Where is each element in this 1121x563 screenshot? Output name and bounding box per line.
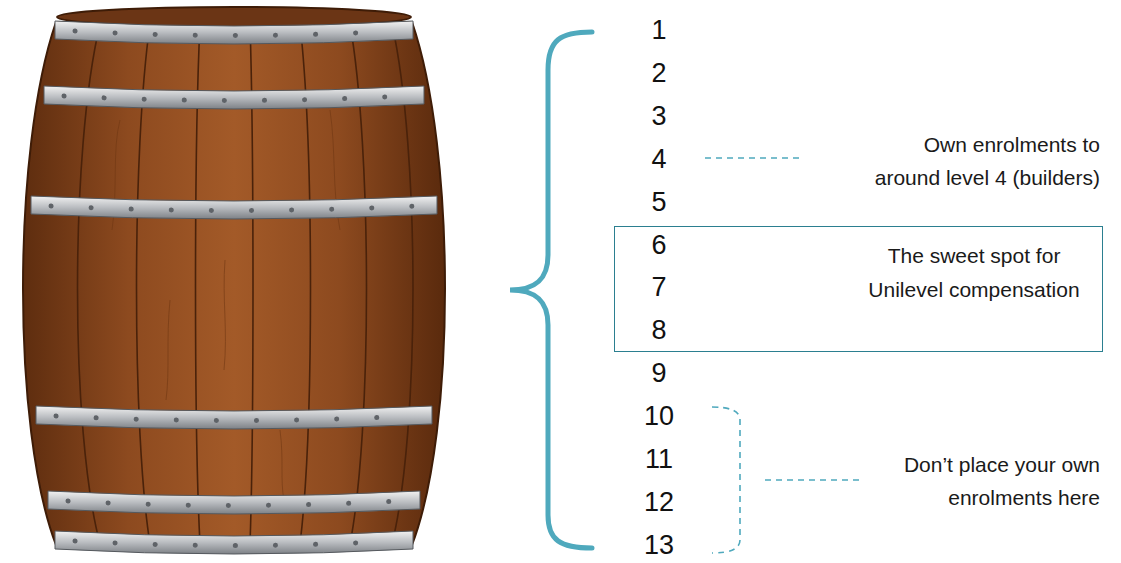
level-number: 9	[629, 357, 689, 389]
level-number: 3	[629, 100, 689, 132]
level-number: 2	[629, 57, 689, 89]
highlight-box: The sweet spot for Unilevel compensation	[614, 226, 1103, 352]
level-number: 6	[629, 229, 689, 261]
dashed-bracket	[712, 407, 740, 553]
box-text: The sweet spot for Unilevel compensation	[858, 239, 1090, 307]
level-number: 1	[629, 14, 689, 46]
leader-line	[705, 157, 800, 159]
level-number: 13	[629, 529, 689, 561]
level-number: 10	[629, 400, 689, 432]
leader-line	[765, 479, 860, 481]
callout-note: Don’t place your own enrolments here	[860, 448, 1100, 514]
level-number: 11	[629, 443, 689, 475]
level-number: 5	[629, 186, 689, 218]
curly-brace	[510, 32, 592, 548]
level-number: 12	[629, 486, 689, 518]
level-number: 8	[629, 314, 689, 346]
level-number: 7	[629, 271, 689, 303]
callout-note: Own enrolments to around level 4 (builde…	[860, 128, 1100, 194]
level-number: 4	[629, 143, 689, 175]
